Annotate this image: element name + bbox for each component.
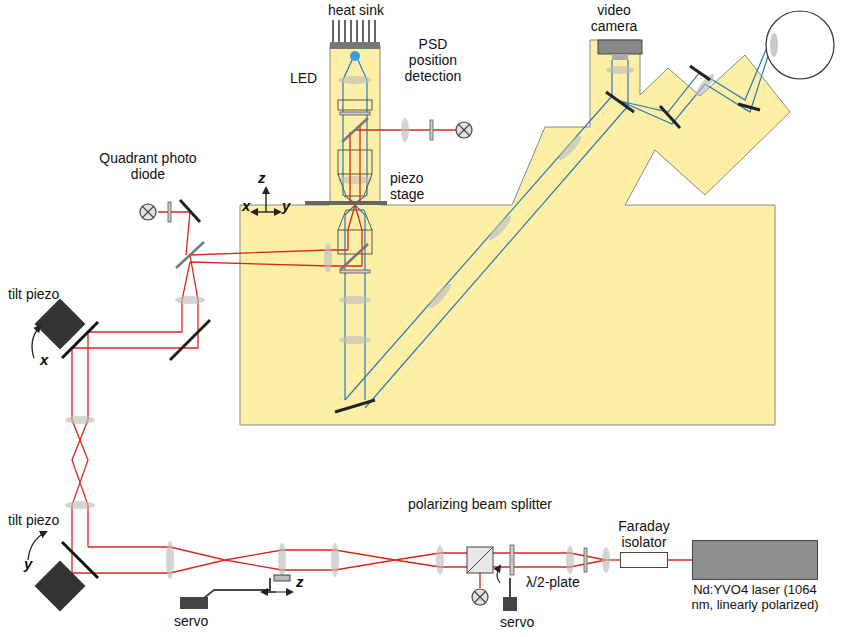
part-label: LED <box>290 70 317 86</box>
part-label: piezo stage <box>390 170 440 202</box>
beam-splitter <box>176 118 368 270</box>
axes <box>252 188 280 212</box>
heat-sink-base <box>330 42 380 49</box>
axis-label: z <box>296 574 304 590</box>
part-label: polarizing beam splitter <box>405 496 555 512</box>
camera-mount <box>612 54 628 60</box>
heat-sink <box>333 20 375 43</box>
video-camera <box>598 40 642 54</box>
isolator-box <box>620 552 668 568</box>
laser-beam-connector <box>668 559 692 561</box>
part-label: servo <box>500 614 534 630</box>
led-symbol <box>350 51 360 61</box>
part-label: λ/2-plate <box>526 574 580 590</box>
piezo-stage <box>305 201 387 205</box>
node-label: Nd:YVO4 laser (1064 nm, linearly polariz… <box>684 582 826 612</box>
part-label: tilt piezo <box>8 286 59 302</box>
servo <box>180 566 517 611</box>
axis-label: x <box>40 352 48 368</box>
isolator-unit: Faraday isolator <box>609 518 679 568</box>
axis-label: y <box>282 198 290 214</box>
wave-plate <box>168 112 587 575</box>
laser-housing <box>692 540 818 580</box>
splitter-diagonal <box>467 547 493 573</box>
part-label: video camera <box>584 2 644 34</box>
laser-unit: Nd:YVO4 laser (1064 nm, linearly polariz… <box>684 540 826 612</box>
axis-label: x <box>242 198 250 214</box>
part-label: Quadrant photo diode <box>98 150 198 182</box>
imaging-path <box>343 40 826 408</box>
part-label: servo <box>174 613 208 629</box>
axis-label: y <box>24 556 32 572</box>
mirror <box>170 200 210 360</box>
lens-set <box>338 66 717 344</box>
part-label: PSD position detection <box>398 36 468 84</box>
laser-beam <box>72 126 620 588</box>
eye <box>766 11 834 79</box>
part-label: tilt piezo <box>8 512 59 528</box>
axis-label: z <box>258 170 266 186</box>
part-label: heat sink <box>316 2 396 18</box>
polarizing-beam-splitter <box>467 547 493 573</box>
photo-detector <box>140 122 488 605</box>
eye-lens <box>770 33 778 57</box>
tilt-piezo <box>28 299 98 612</box>
node-label: Faraday isolator <box>609 518 679 550</box>
mirror <box>335 66 760 412</box>
breadboard-region <box>240 40 790 425</box>
objective-housing <box>338 100 372 254</box>
lens-set <box>65 118 610 579</box>
